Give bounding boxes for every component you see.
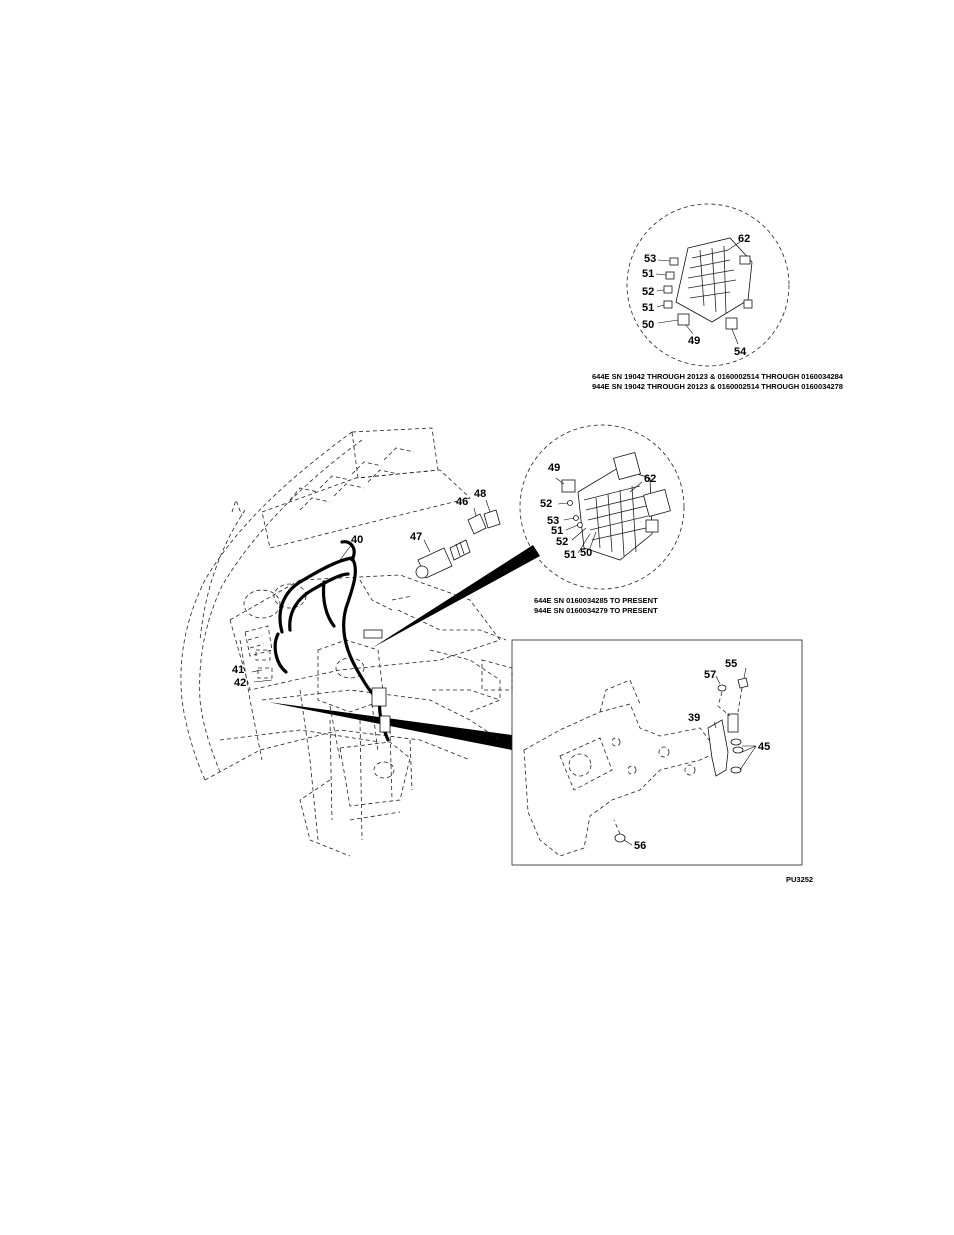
key-46 [468,514,486,534]
drawing-id: PU3252 [786,875,813,884]
callout-49-top: 49 [688,335,700,347]
washer-45a [731,739,741,745]
key-48 [484,510,500,528]
harness-connector [372,688,386,706]
callout-52-middle: 52 [540,498,552,510]
fuse-52-top [664,286,672,293]
callout-51-top: 51 [642,268,654,280]
detail-middle-fuse-box: 49 62 52 53 51 52 51 50 644E SN 01600342… [520,425,684,615]
relay-49-top [678,314,689,325]
callout-62-middle: 62 [644,473,656,485]
caption-top-line2: 944E SN 19042 THROUGH 20123 & 0160002514… [592,382,843,391]
callout-50-top: 50 [642,319,654,331]
callout-51b-middle: 51 [564,549,576,561]
callout-46: 46 [456,496,468,508]
callout-52-top: 52 [642,286,654,298]
callout-50-middle: 50 [580,547,592,559]
pointer-wedge-middle [372,545,540,648]
fuse-52-middle [568,501,573,506]
main-view-dashboard: 40 47 46 48 41 42 [181,428,512,856]
nut-56 [615,834,625,842]
washer-45b [733,747,743,753]
callout-55: 55 [725,658,737,670]
relay-49-middle [562,480,575,492]
caption-top-line1: 644E SN 19042 THROUGH 20123 & 0160002514… [592,372,844,381]
harness-connector-3 [364,630,382,638]
relay-54-top [726,318,737,329]
fuse-block-top [676,238,752,322]
caption-middle-line2: 944E SN 0160034279 TO PRESENT [534,606,658,615]
fuse-53-top [670,258,678,265]
fuse-51-middle [578,523,583,528]
callout-56: 56 [634,840,646,852]
callout-42: 42 [234,677,246,689]
callout-52b-middle: 52 [556,536,568,548]
callout-39: 39 [688,712,700,724]
washer-57 [718,685,726,691]
callout-62-top: 62 [738,233,750,245]
callout-57: 57 [704,669,716,681]
washer-45c [731,767,741,773]
callout-41: 41 [232,664,244,676]
fuse-51-top [666,272,674,279]
callout-51b-top: 51 [642,302,654,314]
detail-top-fuse-box: 62 53 51 52 51 50 49 54 644E SN 19042 TH… [592,204,844,391]
fuse-51b-top [664,301,672,308]
callout-47: 47 [410,531,422,543]
callout-48: 48 [474,488,486,500]
callout-45: 45 [758,741,770,753]
callout-49-middle: 49 [548,462,560,474]
ignition-switch-47 [416,540,470,578]
callout-40: 40 [351,534,363,546]
harness-connector-2 [380,716,390,732]
callout-53-top: 53 [644,253,656,265]
fuse-block-middle [578,453,670,560]
fuse-53-middle [574,516,579,521]
callout-54-top: 54 [734,346,747,358]
caption-middle-line1: 644E SN 0160034285 TO PRESENT [534,596,658,605]
detail-bracket: 55 57 39 45 56 [512,640,802,865]
gauge-cluster [244,584,306,678]
bolt-55 [738,678,748,688]
